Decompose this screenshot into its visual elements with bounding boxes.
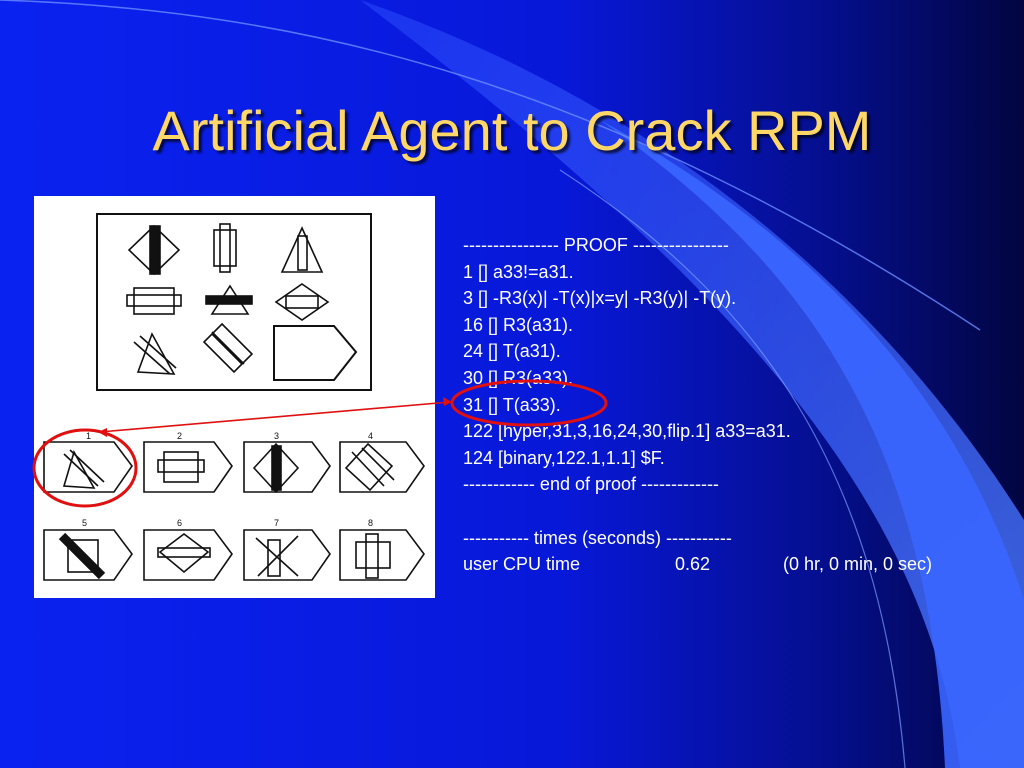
proof-line: 1 [] a33!=a31. bbox=[463, 261, 574, 282]
answer-option-8 bbox=[339, 529, 425, 581]
matrix-cell-2-1 bbox=[126, 287, 182, 315]
answer-number-8: 8 bbox=[368, 518, 373, 528]
proof-line: 31 [] T(a33). bbox=[463, 394, 561, 415]
answer-number-4: 4 bbox=[368, 431, 373, 441]
proof-line: ----------- times (seconds) ----------- bbox=[463, 527, 732, 548]
matrix-cell-1-3 bbox=[280, 226, 324, 273]
answer-option-3 bbox=[243, 441, 331, 494]
matrix-cell-1-1 bbox=[127, 224, 181, 276]
proof-line bbox=[463, 498, 1003, 525]
matrix-cell-2-2 bbox=[205, 284, 253, 315]
answer-number-5: 5 bbox=[82, 518, 87, 528]
rpm-puzzle-drawing: 1 2 3 4 5 6 7 8 bbox=[43, 213, 425, 581]
answer-option-1 bbox=[43, 441, 133, 493]
proof-line: 24 [] T(a31). bbox=[463, 341, 561, 362]
answer-option-2 bbox=[143, 441, 233, 493]
answer-number-1: 1 bbox=[86, 431, 91, 441]
proof-line: ------------ end of proof ------------- bbox=[463, 474, 719, 495]
matrix-cell-3-3 bbox=[273, 325, 358, 381]
answer-option-5 bbox=[43, 529, 133, 581]
cpu-time-detail: (0 hr, 0 min, 0 sec) bbox=[783, 554, 933, 575]
rpm-puzzle-figure: 1 2 3 4 5 6 7 8 bbox=[34, 196, 435, 598]
answer-number-3: 3 bbox=[274, 431, 279, 441]
cpu-time-value: 0.62 bbox=[675, 554, 711, 575]
answer-number-7: 7 bbox=[274, 518, 279, 528]
proof-line: 30 [] R3(a33). bbox=[463, 367, 574, 388]
proof-line: 3 [] -R3(x)| -T(x)|x=y| -R3(y)| -T(y). bbox=[463, 288, 737, 309]
slide-title: Artificial Agent to Crack RPM bbox=[152, 99, 872, 162]
matrix-cell-1-2 bbox=[213, 223, 237, 273]
answer-option-4 bbox=[339, 441, 425, 493]
proof-line: ---------------- PROOF ---------------- bbox=[463, 235, 729, 255]
cpu-time-row: user CPU time 0.62 (0 hr, 0 min, 0 sec) bbox=[463, 551, 1003, 578]
answer-number-6: 6 bbox=[177, 518, 182, 528]
matrix-cell-3-2 bbox=[202, 322, 254, 374]
proof-line: 124 [binary,122.1,1.1] $F. bbox=[463, 447, 665, 468]
proof-line: 122 [hyper,31,3,16,24,30,flip.1] a33=a31… bbox=[463, 421, 791, 442]
answer-option-7 bbox=[243, 529, 331, 581]
cpu-time-label: user CPU time bbox=[463, 554, 581, 575]
proof-line: 16 [] R3(a31). bbox=[463, 314, 574, 335]
answer-option-6 bbox=[143, 529, 233, 581]
matrix-cell-2-3 bbox=[274, 283, 330, 321]
proof-output: ---------------- PROOF ---------------- … bbox=[463, 232, 1003, 578]
answer-number-2: 2 bbox=[177, 431, 182, 441]
matrix-cell-3-1 bbox=[133, 332, 177, 375]
